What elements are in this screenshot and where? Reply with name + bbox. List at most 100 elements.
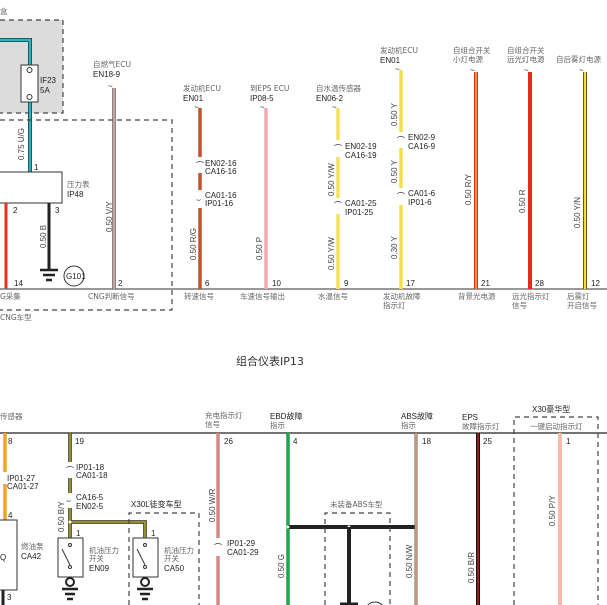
pin-number: 4 [293, 437, 298, 446]
ground-point-icon [63, 265, 85, 287]
wire-label: 0.75 U/G [17, 128, 26, 160]
break-icon: ~ [194, 103, 199, 112]
wire-label: 0.50 Y/W [327, 237, 336, 270]
wire-label: 0.50 Y [390, 102, 399, 126]
splice-label: IP01-16 [205, 199, 234, 208]
splice-label: CA16-5 [76, 493, 104, 502]
wire-label: 0.50 N/W [405, 544, 414, 578]
wire-by [69, 433, 146, 538]
source-connector: EN01 [380, 56, 401, 65]
component-name: 压力表 [67, 179, 90, 189]
fuse-box-border [0, 19, 64, 114]
pin-number: 14 [14, 279, 23, 288]
pin-number: 3 [7, 593, 12, 602]
source-name: 自燃气ECU [93, 59, 131, 69]
fuse-terminal [26, 94, 33, 100]
pin-number: 3 [55, 206, 60, 215]
signal-name: 背景光电源 [458, 291, 496, 301]
splice-label: CA16-19 [345, 151, 377, 160]
component-name: 机油压力 [164, 545, 194, 555]
pin-number: 2 [118, 279, 123, 288]
signal-name: 车速信号输出 [240, 291, 285, 301]
wire-label: 0.50 B/R [467, 552, 476, 583]
signal-name: 转速信号 [184, 291, 214, 301]
wire-label: 0.30 Y [390, 235, 399, 259]
splice-label: IP01-27 [7, 474, 36, 483]
pin-number: 12 [591, 279, 600, 288]
splice-label: CA16-16 [205, 167, 237, 176]
pressure-gauge [0, 171, 63, 204]
oil-pressure-switch-ca50 [132, 537, 159, 578]
pin-number: 28 [535, 279, 544, 288]
header-label: 故障指示灯 [462, 421, 500, 431]
pin-number: 19 [75, 437, 84, 446]
header-label: EBD故障 [270, 411, 302, 421]
fuse-id: IF23 [40, 76, 57, 85]
pin-number: 26 [224, 437, 233, 446]
splice-label: EN02-5 [76, 502, 104, 511]
wire-label: 0.50 W/R [208, 488, 217, 522]
signal-name: 水温信号 [318, 291, 348, 301]
wire-label: 0.50 Y/N [573, 197, 582, 228]
source-name: 自后雾灯电源 [556, 54, 601, 64]
break-icon: ~ [524, 66, 529, 75]
fusebox-label: 盒 [0, 6, 8, 16]
connector-icon: ⌒ [196, 161, 204, 170]
header-label: ABS故障 [401, 411, 433, 421]
box-label: X30L徒变车型 [131, 499, 182, 509]
header-label: 指示 [270, 420, 285, 430]
header-label: EPS [462, 413, 478, 422]
oil-pressure-switch-en09 [57, 537, 84, 578]
signal-name: 远光指示灯 [512, 291, 550, 301]
pin-number: 25 [483, 437, 492, 446]
wire-teal [0, 38, 32, 172]
wire-label: 0.50 B/Y [57, 501, 66, 532]
pin-number: 1 [566, 437, 571, 446]
x30-model-box [513, 416, 599, 605]
signal-name: 发动机故障 [383, 291, 421, 301]
pin-number: 21 [481, 279, 490, 288]
break-icon: ~ [470, 66, 475, 75]
splice-label: CA01-16 [205, 191, 237, 200]
pin-number: 10 [272, 279, 281, 288]
fuse-icon [20, 64, 39, 103]
header-label: 一键启动指示灯 [530, 421, 583, 431]
source-connector: EN01 [183, 94, 204, 103]
wire-label: 0.50 R [518, 189, 527, 213]
x30l-model-box [128, 512, 200, 605]
wire-label: 0.50 V/Y [105, 201, 114, 232]
signal-name: 开启信号 [567, 300, 597, 310]
break-icon: ~ [332, 103, 337, 112]
splice-label: IP01-29 [227, 539, 256, 548]
connector-icon: ⌒ [397, 136, 405, 145]
break-icon: ~ [579, 66, 584, 75]
source-connector: EN06-2 [316, 94, 344, 103]
component-name: 开关 [89, 553, 104, 563]
fuse-terminal [26, 67, 33, 73]
pin-number: 1 [151, 529, 156, 538]
component-name: 燃油泵 [21, 541, 44, 551]
wire-label: 0.50 P/Y [548, 495, 557, 526]
ground-point-icon [367, 601, 383, 605]
ground-icon [40, 268, 58, 282]
signal-name: 指示灯 [383, 300, 406, 310]
pin-number: 17 [406, 279, 415, 288]
header-label: 信号 [205, 419, 220, 429]
motor-icon: Q [0, 553, 6, 562]
component-id: CA50 [164, 564, 185, 573]
connector-icon: ⌒ [334, 144, 342, 153]
source-name: 远光灯电源 [507, 54, 545, 64]
diagram-title: 组合仪表IP13 [236, 354, 304, 368]
splice-label: IP01-25 [345, 208, 374, 217]
source-name: 自组合开关 [453, 45, 491, 55]
signal-name: 后雾灯 [567, 291, 590, 301]
splice-label: IP01-18 [76, 463, 105, 472]
signal-name: 信号 [512, 300, 527, 310]
pin-number: 6 [205, 279, 210, 288]
pin-number: 2 [13, 206, 18, 215]
splice-label: CA01-25 [345, 199, 377, 208]
source-connector: IP08-5 [250, 94, 274, 103]
signal-name: CNG判断信号 [88, 291, 135, 301]
pin-number: 4 [8, 511, 13, 520]
